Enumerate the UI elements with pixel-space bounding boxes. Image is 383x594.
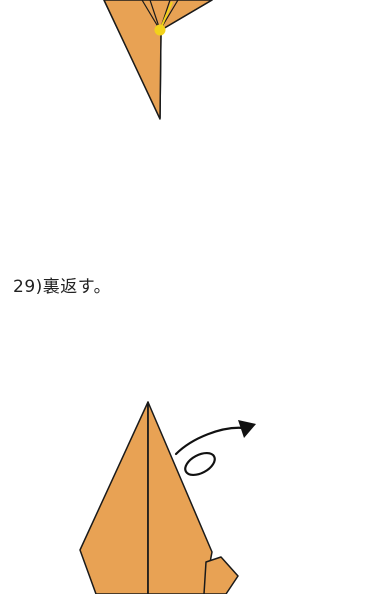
paper-right-flap	[203, 556, 239, 594]
step-instruction: 29)裏返す。	[13, 277, 112, 297]
folded-paper-lower-point	[103, 0, 213, 120]
yellow-dot-icon	[154, 24, 166, 36]
turn-over-arrow-icon	[174, 420, 256, 477]
paper-right-half	[147, 401, 213, 594]
paper-left-half	[79, 401, 149, 594]
previous-step-diagram	[103, 0, 213, 120]
current-step-diagram	[79, 401, 256, 594]
